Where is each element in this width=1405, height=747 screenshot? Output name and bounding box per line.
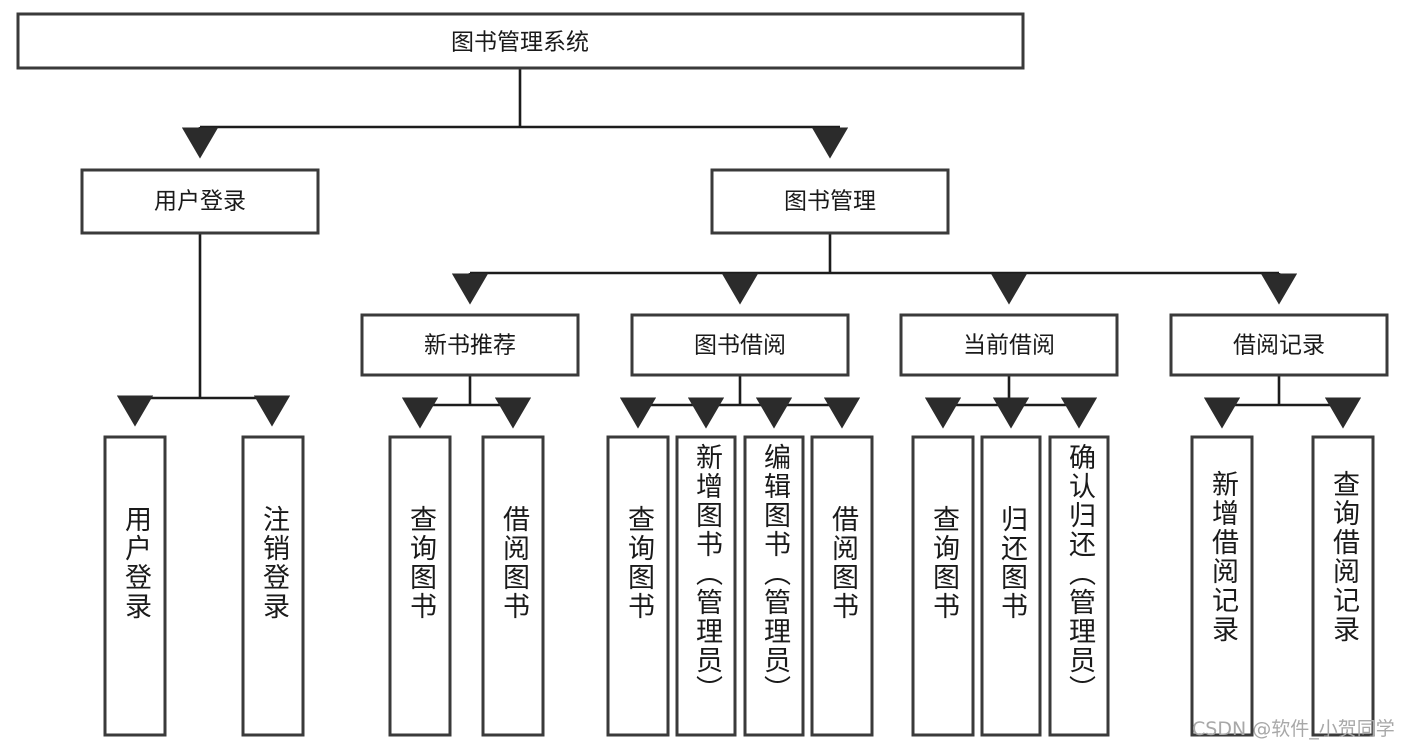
- node-borrow-record-box: [1169, 313, 1389, 377]
- node-borrow-record-label: 借阅记录: [1233, 333, 1325, 359]
- leaf-box-add-book[interactable]: [675, 435, 737, 737]
- node-book-borrow[interactable]: 图书借阅: [630, 313, 850, 377]
- connector-group-current-borrow: [924, 375, 1098, 429]
- node-user-login-box: [80, 168, 320, 235]
- connector-group-root: [181, 68, 849, 159]
- leaf-box-add-record[interactable]: [1190, 435, 1254, 737]
- leaf-box-borrow-book-1[interactable]: [481, 435, 545, 737]
- leaf-boxes: [103, 435, 1375, 737]
- csdn-watermark: CSDN @软件_小贺同学: [1192, 718, 1395, 740]
- leaf-box-query-book-3[interactable]: [911, 435, 975, 737]
- leaf-box-borrow-book-2[interactable]: [810, 435, 874, 737]
- node-book-borrow-box: [630, 313, 850, 377]
- node-new-book-rec-box: [360, 313, 580, 377]
- node-book-borrow-label: 图书借阅: [694, 333, 786, 359]
- leaf-box-user-login[interactable]: [103, 435, 167, 737]
- node-root-box: [16, 12, 1025, 70]
- connector-group-new-book-rec: [401, 375, 532, 429]
- node-new-book-rec-label: 新书推荐: [424, 333, 516, 359]
- node-root-label: 图书管理系统: [451, 30, 589, 56]
- node-user-login-label: 用户登录: [154, 189, 246, 215]
- node-borrow-record[interactable]: 借阅记录: [1169, 313, 1389, 377]
- connector-group-book-manage: [451, 233, 1298, 305]
- node-book-manage-label: 图书管理: [784, 189, 876, 215]
- leaf-box-logout[interactable]: [241, 435, 305, 737]
- leaf-box-query-book-1[interactable]: [388, 435, 452, 737]
- leaf-box-query-record[interactable]: [1311, 435, 1375, 737]
- leaf-box-confirm-return[interactable]: [1048, 435, 1110, 737]
- node-current-borrow-label: 当前借阅: [963, 333, 1055, 359]
- leaf-box-return-book[interactable]: [980, 435, 1042, 737]
- connector-group-user-login: [116, 233, 291, 427]
- node-new-book-rec[interactable]: 新书推荐: [360, 313, 580, 377]
- node-current-borrow-box: [899, 313, 1119, 377]
- leaf-box-edit-book[interactable]: [743, 435, 805, 737]
- connector-group-book-borrow: [619, 375, 861, 429]
- node-user-login[interactable]: 用户登录: [80, 168, 320, 235]
- node-current-borrow[interactable]: 当前借阅: [899, 313, 1119, 377]
- node-book-manage[interactable]: 图书管理: [710, 168, 950, 235]
- node-book-manage-box: [710, 168, 950, 235]
- leaf-box-query-book-2[interactable]: [606, 435, 670, 737]
- node-root[interactable]: 图书管理系统: [16, 12, 1025, 70]
- connector-group-borrow-record: [1203, 375, 1362, 429]
